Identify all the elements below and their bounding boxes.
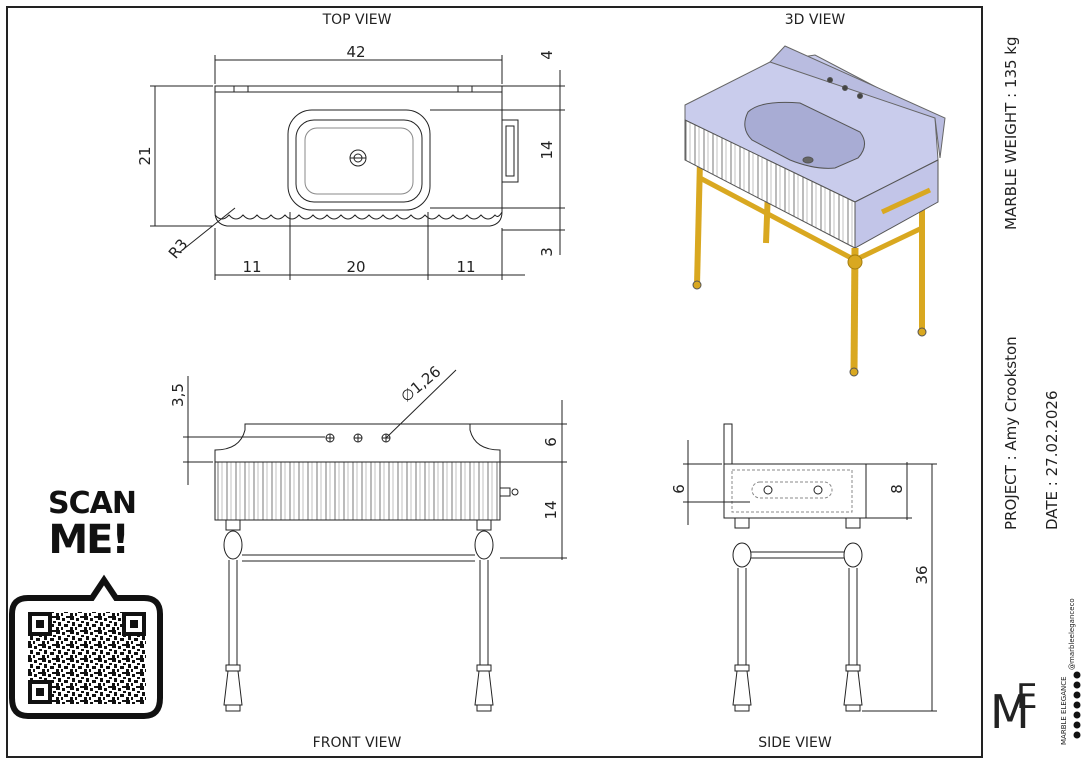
3d-view-title: 3D VIEW xyxy=(784,12,846,28)
side-view-title: SIDE VIEW xyxy=(758,735,832,751)
dim-radius-r3: R3 xyxy=(165,235,192,262)
dim-width-42: 42 xyxy=(346,43,365,61)
top-slab-outline xyxy=(214,85,503,227)
front-view-title: FRONT VIEW xyxy=(312,735,402,751)
3d-leg-back-left xyxy=(694,159,703,286)
dim-height-36: 36 xyxy=(913,565,931,584)
dim-apron-14: 14 xyxy=(542,500,560,519)
top-scalloped-edge xyxy=(214,211,503,220)
whatsapp-icon[interactable] xyxy=(1073,681,1081,689)
marble-weight-label: MARBLE WEIGHT : 135 kg xyxy=(1002,36,1020,230)
brand-logo: M E xyxy=(990,677,1037,739)
youtube-icon[interactable] xyxy=(1073,701,1081,709)
dim-splash-3-5: 3,5 xyxy=(169,383,187,407)
dim-side-8: 8 xyxy=(888,484,906,494)
3d-towel-bar xyxy=(880,187,932,215)
side-slab xyxy=(723,463,867,519)
side-backsplash xyxy=(723,423,733,465)
side-leg-right xyxy=(843,517,863,712)
dim-leader-radius xyxy=(179,207,236,253)
facebook-icon[interactable] xyxy=(1073,731,1081,739)
qr-code-block[interactable] xyxy=(9,574,163,719)
dim-front-3: 3 xyxy=(538,247,556,257)
front-tap-holes xyxy=(325,433,391,443)
scan-label: SCAN xyxy=(48,486,137,521)
brand-logo-m: M xyxy=(990,685,1030,739)
side-view xyxy=(683,423,937,712)
scan-me-label: SCAN ME! xyxy=(48,486,137,563)
globe-icon[interactable] xyxy=(1073,671,1081,679)
brand-logo-e: E xyxy=(1016,677,1037,717)
dim-depth-21: 21 xyxy=(136,146,154,165)
3d-stretcher xyxy=(698,175,857,263)
date-label: DATE : 27.02.2026 xyxy=(1043,390,1061,531)
top-view-title: TOP VIEW xyxy=(322,12,392,28)
instagram-icon[interactable] xyxy=(1073,721,1081,729)
top-view xyxy=(150,55,565,280)
top-towel-bar xyxy=(501,119,519,183)
dim-slab-6: 6 xyxy=(542,437,560,447)
dim-side-6: 6 xyxy=(670,484,688,494)
front-backsplash xyxy=(214,423,501,462)
dim-basin-14: 14 xyxy=(538,140,556,159)
dim-leader-hole xyxy=(385,369,457,439)
me-label: ME! xyxy=(48,517,129,563)
dim-center-20: 20 xyxy=(346,258,365,276)
pinterest-icon[interactable] xyxy=(1073,711,1081,719)
top-basin-outer xyxy=(287,109,431,211)
3d-view xyxy=(684,45,946,377)
brand-name-label: MARBLE ELEGANCE xyxy=(1060,676,1068,745)
front-towel-bar xyxy=(500,487,511,497)
front-view xyxy=(183,369,567,712)
front-leg-left xyxy=(223,519,243,712)
dim-backsplash-4: 4 xyxy=(538,50,556,60)
3d-basin xyxy=(744,101,865,169)
brand-handle-label[interactable]: @marbleeleganceco xyxy=(1068,598,1076,670)
front-fluted-apron xyxy=(214,461,501,521)
dim-left-11: 11 xyxy=(242,258,261,276)
top-basin-inner xyxy=(295,119,423,203)
tiktok-icon[interactable] xyxy=(1073,691,1081,699)
dim-right-11: 11 xyxy=(456,258,475,276)
project-label: PROJECT : Amy Crookston xyxy=(1002,336,1020,530)
social-icons[interactable] xyxy=(1073,671,1081,739)
dim-hole-diameter: ∅1,26 xyxy=(397,362,444,406)
side-leg-left xyxy=(732,517,752,712)
drawing-frame xyxy=(6,6,983,758)
front-leg-right xyxy=(474,519,494,712)
